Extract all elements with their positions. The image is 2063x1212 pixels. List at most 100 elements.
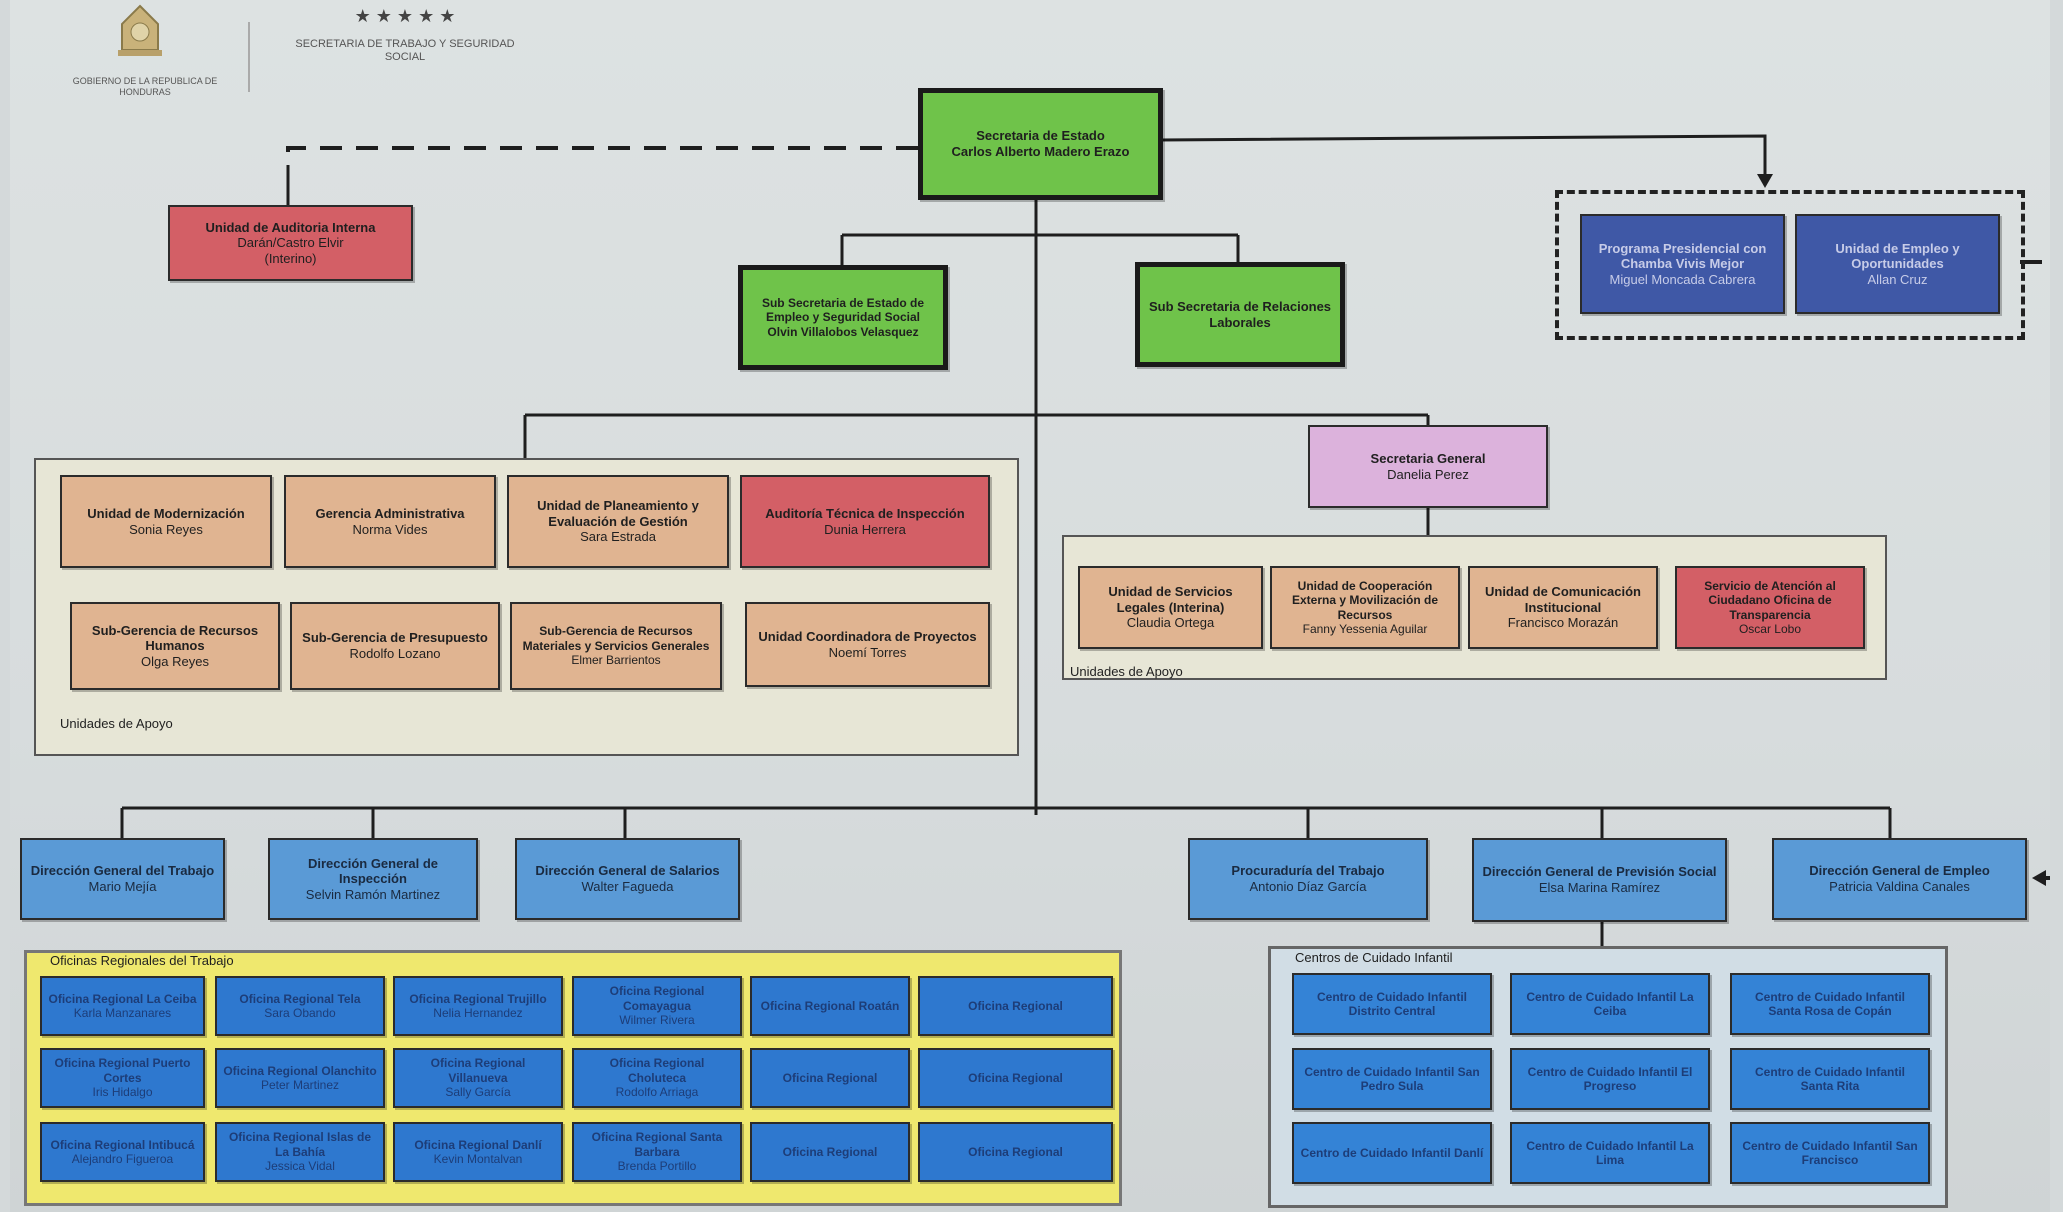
oficina-regional-box[interactable]: Oficina Regional bbox=[750, 1048, 910, 1108]
box-title: Oficina Regional bbox=[968, 1144, 1063, 1159]
unidad-comunicacion-box[interactable]: Unidad de Comunicación Institucional Fra… bbox=[1468, 566, 1658, 649]
box-title: Centro de Cuidado Infantil La Lima bbox=[1526, 1138, 1694, 1167]
box-person: Allan Cruz bbox=[1867, 271, 1928, 287]
direccion-inspeccion-box[interactable]: Dirección General de Inspección Selvin R… bbox=[268, 838, 478, 920]
centro-cuidado-box[interactable]: Centro de Cuidado Infantil El Progreso bbox=[1510, 1048, 1710, 1110]
box-person: Wilmer Rivera bbox=[619, 1013, 695, 1028]
box-title: Unidad de Planeamiento y Evaluación de G… bbox=[537, 498, 699, 529]
box-title: Sub Secretaria de Estado de Empleo y Seg… bbox=[761, 295, 925, 325]
box-title: Oficina Regional La Ceiba bbox=[48, 991, 197, 1006]
centro-cuidado-box[interactable]: Centro de Cuidado Infantil San Pedro Sul… bbox=[1292, 1048, 1492, 1110]
box-person: Sally García bbox=[445, 1085, 511, 1100]
ministry-name: SECRETARIA DE TRABAJO Y SEGURIDAD SOCIAL bbox=[295, 38, 515, 64]
box-title: Centro de Cuidado Infantil La Ceiba bbox=[1526, 989, 1694, 1018]
servicio-atencion-ciudadano-box[interactable]: Servicio de Atención al Ciudadano Oficin… bbox=[1675, 566, 1865, 649]
direccion-salarios-box[interactable]: Dirección General de Salarios Walter Fag… bbox=[515, 838, 740, 920]
secretaria-general-box[interactable]: Secretaria General Danelia Perez bbox=[1308, 425, 1548, 508]
programas-dashed-group bbox=[1555, 190, 2025, 340]
box-title: Procuraduría del Trabajo bbox=[1231, 863, 1385, 879]
auditoria-tecnica-box[interactable]: Auditoría Técnica de Inspección Dunia He… bbox=[740, 475, 990, 568]
box-person: Carlos Alberto Madero Erazo bbox=[951, 144, 1130, 159]
box-person: Olga Reyes bbox=[141, 653, 209, 669]
direccion-trabajo-box[interactable]: Dirección General del Trabajo Mario Mejí… bbox=[20, 838, 225, 920]
box-person: Kevin Montalvan bbox=[433, 1152, 523, 1166]
centro-cuidado-box[interactable]: Centro de Cuidado Infantil San Francisco bbox=[1730, 1122, 1930, 1184]
box-title: Centro de Cuidado Infantil Distrito Cent… bbox=[1317, 989, 1467, 1018]
unidad-cooperacion-externa-box[interactable]: Unidad de Cooperación Externa y Moviliza… bbox=[1270, 566, 1460, 649]
box-title: Centro de Cuidado Infantil San Pedro Sul… bbox=[1304, 1064, 1480, 1093]
box-person: Selvin Ramón Martinez bbox=[305, 886, 441, 902]
box-person: Dunia Herrera bbox=[824, 521, 906, 537]
box-person: Elmer Barrientos bbox=[571, 653, 661, 668]
box-title: Oficina Regional Olanchito bbox=[223, 1063, 377, 1078]
box-person: Francisco Morazán bbox=[1507, 615, 1619, 631]
direccion-empleo-box[interactable]: Dirección General de Empleo Patricia Val… bbox=[1772, 838, 2027, 920]
unidad-planeamiento-box[interactable]: Unidad de Planeamiento y Evaluación de G… bbox=[507, 475, 729, 568]
gerencia-administrativa-box[interactable]: Gerencia Administrativa Norma Vides bbox=[284, 475, 496, 568]
box-person: Sonia Reyes bbox=[129, 521, 203, 537]
box-note: (Interino) bbox=[264, 250, 317, 266]
unidad-coordinadora-box[interactable]: Unidad Coordinadora de Proyectos Noemí T… bbox=[745, 602, 990, 687]
box-title: Oficina Regional Puerto Cortes bbox=[54, 1056, 191, 1085]
box-person: Antonio Díaz García bbox=[1249, 879, 1367, 894]
box-person: Claudia Ortega bbox=[1126, 615, 1215, 631]
direccion-prevision-social-box[interactable]: Dirección General de Previsión Social El… bbox=[1472, 838, 1727, 922]
centro-cuidado-box[interactable]: Centro de Cuidado Infantil Danlí bbox=[1292, 1122, 1492, 1184]
sub-secretaria-relaciones-box[interactable]: Sub Secretaria de Relaciones Laborales bbox=[1135, 262, 1345, 367]
box-person: Alejandro Figueroa bbox=[71, 1152, 174, 1166]
oficina-regional-box[interactable]: Oficina Regional bbox=[918, 1048, 1113, 1108]
box-title: Unidad de Servicios Legales (Interina) bbox=[1108, 584, 1233, 615]
sub-gerencia-presupuesto-box[interactable]: Sub-Gerencia de Presupuesto Rodolfo Loza… bbox=[290, 602, 500, 690]
centro-cuidado-box[interactable]: Centro de Cuidado Infantil La Lima bbox=[1510, 1122, 1710, 1184]
box-title: Oficina Regional bbox=[968, 998, 1063, 1013]
oficina-regional-box[interactable]: Oficina Regional Roatán bbox=[750, 976, 910, 1036]
centro-cuidado-box[interactable]: Centro de Cuidado Infantil Santa Rosa de… bbox=[1730, 973, 1930, 1035]
header-divider bbox=[248, 22, 250, 92]
box-person: Noemí Torres bbox=[828, 644, 907, 660]
box-person: Danelia Perez bbox=[1387, 466, 1469, 482]
box-person: Sara Estrada bbox=[580, 529, 656, 545]
auditoria-interna-box[interactable]: Unidad de Auditoria Interna Darán/Castro… bbox=[168, 205, 413, 281]
unidad-servicios-legales-box[interactable]: Unidad de Servicios Legales (Interina) C… bbox=[1078, 566, 1263, 649]
unidad-modernizacion-box[interactable]: Unidad de Modernización Sonia Reyes bbox=[60, 475, 272, 568]
box-person: Elsa Marina Ramírez bbox=[1538, 880, 1661, 895]
box-title: Programa Presidencial con Chamba Vivis M… bbox=[1598, 240, 1767, 272]
procuraduria-trabajo-box[interactable]: Procuraduría del Trabajo Antonio Díaz Ga… bbox=[1188, 838, 1428, 920]
box-title: Sub Secretaria de Relaciones Laborales bbox=[1148, 298, 1332, 330]
sub-secretaria-empleo-box[interactable]: Sub Secretaria de Estado de Empleo y Seg… bbox=[738, 265, 948, 370]
box-person: Oscar Lobo bbox=[1738, 621, 1802, 636]
centro-cuidado-box[interactable]: Centro de Cuidado Infantil La Ceiba bbox=[1510, 973, 1710, 1035]
secretaria-de-estado-box[interactable]: Secretaria de Estado Carlos Alberto Made… bbox=[918, 88, 1163, 200]
sub-gerencia-materiales-box[interactable]: Sub-Gerencia de Recursos Materiales y Se… bbox=[510, 602, 722, 690]
box-title: Dirección General del Trabajo bbox=[30, 863, 215, 879]
box-title: Unidad de Empleo y Oportunidades bbox=[1835, 240, 1960, 272]
sub-gerencia-rrhh-box[interactable]: Sub-Gerencia de Recursos Humanos Olga Re… bbox=[70, 602, 280, 690]
oficina-regional-box[interactable]: Oficina Regional bbox=[750, 1122, 910, 1182]
unidad-empleo-oportunidades-box[interactable]: Unidad de Empleo y Oportunidades Allan C… bbox=[1795, 214, 2000, 314]
box-title: Dirección General de Empleo bbox=[1809, 863, 1990, 879]
box-person: Mario Mejía bbox=[88, 879, 157, 894]
centro-cuidado-box[interactable]: Centro de Cuidado Infantil Santa Rita bbox=[1730, 1048, 1930, 1110]
box-person: Norma Vides bbox=[352, 521, 428, 537]
oficinas-regionales-label: Oficinas Regionales del Trabajo bbox=[50, 953, 234, 968]
box-person: Walter Fagueda bbox=[581, 879, 674, 894]
programa-presidencial-box[interactable]: Programa Presidencial con Chamba Vivis M… bbox=[1580, 214, 1785, 314]
centro-cuidado-box[interactable]: Centro de Cuidado Infantil Distrito Cent… bbox=[1292, 973, 1492, 1035]
apoyo-right-label: Unidades de Apoyo bbox=[1070, 664, 1183, 679]
oficina-regional-box[interactable]: Oficina Regional bbox=[918, 976, 1113, 1036]
box-title: Sub-Gerencia de Recursos Humanos bbox=[91, 622, 259, 654]
box-title: Oficina Regional Choluteca bbox=[609, 1056, 705, 1085]
oficina-regional-box[interactable]: Oficina Regional bbox=[918, 1122, 1113, 1182]
